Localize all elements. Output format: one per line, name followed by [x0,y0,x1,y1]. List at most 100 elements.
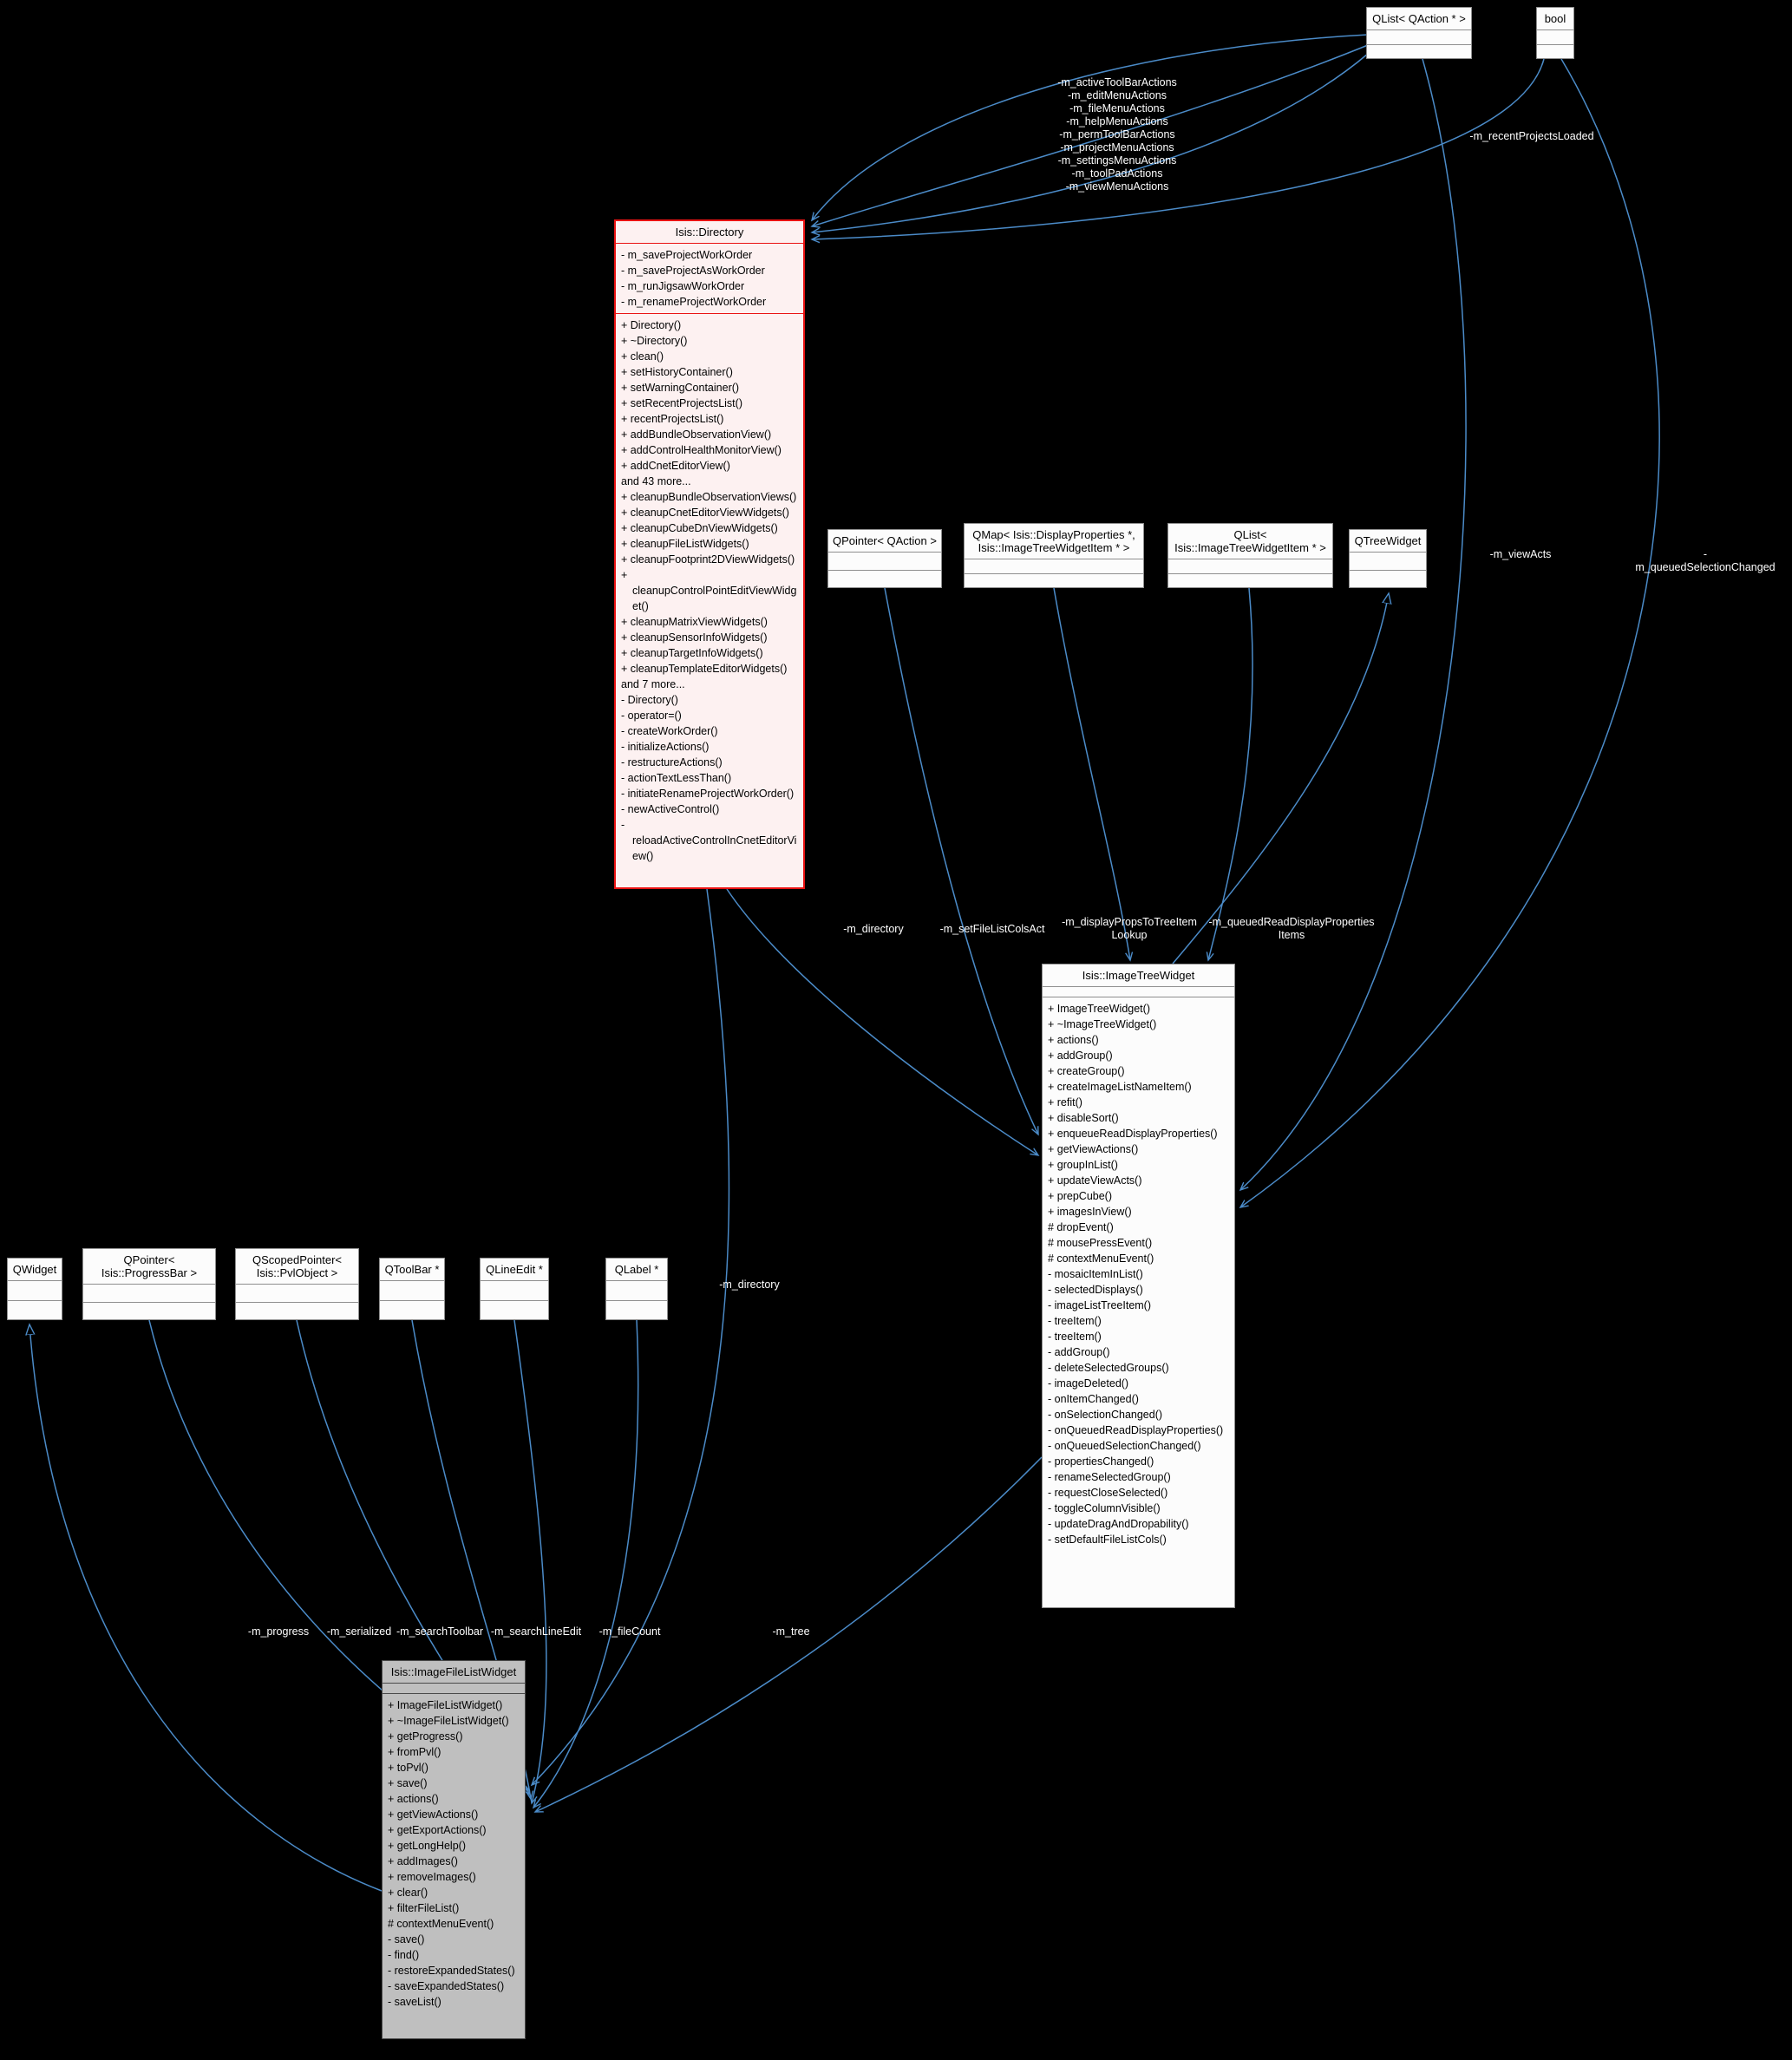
attributes-compartment [383,1684,525,1694]
member-row: + actions() [388,1793,439,1805]
class-box-qtreewidget[interactable]: QTreeWidget [1349,529,1427,588]
attributes-compartment [8,1281,62,1301]
member-row: + updateViewActs() [1048,1174,1142,1187]
member-row: - actionTextLessThan() [621,772,732,784]
member-row: - initiateRenameProjectWorkOrder() [621,788,795,800]
edge-directory-tree [726,888,1038,1155]
edge-inherit-qwidget [29,1324,383,1892]
member-row: - m_runJigsawWorkOrder [621,280,745,292]
class-box-qlabel[interactable]: QLabel * [605,1258,668,1320]
member-row: - save() [388,1933,425,1946]
member-row: + clean() [621,350,664,363]
member-row: - onQueuedReadDisplayProperties() [1048,1424,1224,1436]
edge-action-lists-1 [812,34,1369,220]
member-row: - addGroup() [1048,1346,1110,1358]
edge-label-action-lists: -m_activeToolBarActions -m_editMenuActio… [1057,76,1177,193]
edge-label-tree: -m_tree [772,1625,810,1638]
member-row: + imagesInView() [1048,1206,1132,1218]
member-row: - setDefaultFileListCols() [1048,1534,1167,1546]
class-box-isis-imagefilelistwidget[interactable]: Isis::ImageFileListWidget + ImageFileLis… [382,1660,526,2039]
member-row: + setWarningContainer() [621,382,740,394]
member-row: - find() [388,1949,420,1961]
member-row: - propertiesChanged() [1048,1455,1154,1468]
class-title: Isis::ImageFileListWidget [383,1661,525,1684]
class-box-qscopedpointer-pvlobject[interactable]: QScopedPointer< Isis::PvlObject > [235,1248,359,1320]
class-box-isis-directory[interactable]: Isis::Directory - m_saveProjectWorkOrder… [614,219,805,889]
member-row: + ImageFileListWidget() [388,1699,503,1711]
edge-label-display-props-lookup: -m_displayPropsToTreeItem Lookup [1062,916,1197,941]
edge-label-serialized: -m_serialized [326,1625,392,1638]
class-box-qlist-qaction[interactable]: QList< QAction * > [1366,7,1472,59]
attributes-compartment [1043,987,1234,997]
class-box-qmap-displayproperties[interactable]: QMap< Isis::DisplayProperties *, Isis::I… [964,523,1144,588]
member-row: + ~ImageTreeWidget() [1048,1018,1157,1030]
methods-compartment [380,1301,444,1320]
member-row: - saveExpandedStates() [388,1980,505,1992]
edge-label-set-filelist-cols-act: -m_setFileListColsAct [939,923,1045,935]
member-row: - restoreExpandedStates() [388,1965,515,1977]
edge-file-count [533,1319,639,1808]
edge-action-lists-3 [812,53,1369,232]
edge-label-queued-read-items: -m_queuedReadDisplayProperties Items [1208,916,1375,941]
member-row: - onQueuedSelectionChanged() [1048,1440,1201,1452]
class-box-qtoolbar[interactable]: QToolBar * [379,1258,445,1320]
member-row: - mosaicItemInList() [1048,1268,1143,1280]
methods-compartment: + ImageTreeWidget() + ~ImageTreeWidget() +… [1043,997,1234,1551]
methods-compartment [1350,571,1426,588]
member-row: + cleanupCnetEditorViewWidgets() [621,507,789,519]
attributes-compartment [1537,30,1573,45]
member-row: - m_saveProjectWorkOrder [621,249,753,261]
class-title: QTreeWidget [1350,530,1426,553]
member-row: - saveList() [388,1996,441,2008]
edge-label-progress: -m_progress [247,1625,310,1638]
edge-label-directory-tree: -m_directory [843,923,904,935]
member-row: - reloadActiveControlInCnetEditorView() [621,819,797,862]
class-box-qlineedit[interactable]: QLineEdit * [480,1258,549,1320]
edge-queued-read-items [1208,587,1253,960]
member-row: - Directory() [621,694,678,706]
member-row: + addBundleObservationView() [621,428,772,441]
attributes-compartment [1350,553,1426,571]
class-title: QLabel * [606,1259,667,1281]
class-box-qpointer-progressbar[interactable]: QPointer< Isis::ProgressBar > [82,1248,216,1320]
class-box-qlist-imagetreewidgetitem[interactable]: QList< Isis::ImageTreeWidgetItem * > [1167,523,1333,588]
attributes-compartment [481,1281,548,1301]
class-box-qwidget[interactable]: QWidget [7,1258,62,1320]
member-row: - m_renameProjectWorkOrder [621,296,767,308]
member-row: + cleanupBundleObservationViews() [621,491,797,503]
attributes-compartment [83,1285,215,1303]
edge-recent-projects-loaded [812,58,1545,239]
member-row: + disableSort() [1048,1112,1119,1124]
member-row: + ~ImageFileListWidget() [388,1715,509,1727]
class-box-isis-imagetreewidget[interactable]: Isis::ImageTreeWidget + ImageTreeWidget(… [1042,964,1235,1608]
member-row: - treeItem() [1048,1331,1102,1343]
member-row: + ImageTreeWidget() [1048,1003,1150,1015]
member-row: + addCnetEditorView() [621,460,730,472]
edge-label-recent-projects-loaded: -m_recentProjectsLoaded [1469,130,1594,142]
member-row: - onItemChanged() [1048,1393,1139,1405]
methods-compartment [1168,574,1332,588]
class-box-bool[interactable]: bool [1536,7,1574,59]
member-row: + cleanupTemplateEditorWidgets() [621,663,788,675]
attributes-compartment [1168,559,1332,574]
member-row: + getViewActions() [1048,1143,1139,1155]
class-title: bool [1537,8,1573,30]
member-row: + ~Directory() [621,335,688,347]
member-row: + getExportActions() [388,1824,487,1836]
class-box-qpointer-qaction[interactable]: QPointer< QAction > [827,529,942,588]
member-row: - selectedDisplays() [1048,1284,1143,1296]
member-row: + cleanupTargetInfoWidgets() [621,647,763,659]
member-row: - imageListTreeItem() [1048,1299,1152,1311]
edge-directory-filelist [532,888,730,1785]
attributes-compartment [965,559,1143,574]
member-row: + createGroup() [1048,1065,1125,1077]
member-row: - requestCloseSelected() [1048,1487,1168,1499]
member-row: + actions() [1048,1034,1099,1046]
member-row: + createImageListNameItem() [1048,1081,1192,1093]
edge-tree [535,1456,1043,1812]
methods-compartment [965,574,1143,588]
member-row: + save() [388,1777,428,1789]
member-row: + refit() [1048,1096,1082,1108]
